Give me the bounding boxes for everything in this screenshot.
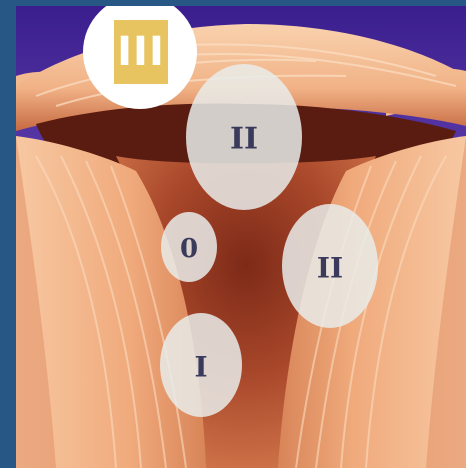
lesion-i-label: I	[194, 351, 207, 384]
uterus-illustration: III II 0 II I	[16, 6, 466, 468]
uterus-svg: III II 0 II I	[16, 6, 466, 468]
lesion-type-0: 0	[161, 212, 217, 282]
badge-label: III	[117, 29, 165, 75]
lesion-type-ii-upper: II	[186, 64, 302, 210]
lesion-type-ii-right: II	[282, 204, 378, 328]
lesion-type-i: I	[160, 313, 242, 417]
lesion-0-label: 0	[180, 234, 198, 264]
lesion-ii-upper-label: II	[230, 122, 258, 157]
lesion-ii-right-label: II	[317, 252, 343, 285]
